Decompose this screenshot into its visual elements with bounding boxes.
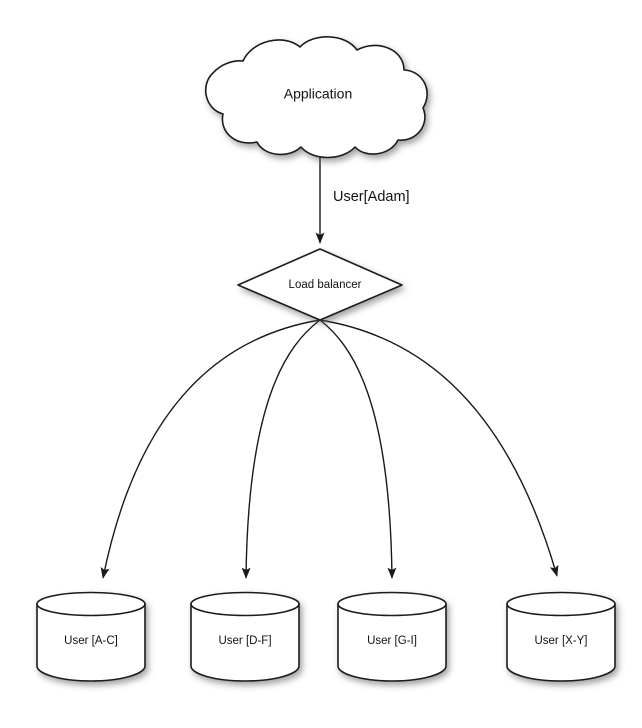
edge-balancer-to-db-2 — [319, 319, 397, 579]
database-label-0: User [A-C] — [64, 635, 118, 647]
cloud-label: Application — [284, 86, 353, 102]
cylinder-top-1 — [190, 591, 300, 617]
cylinder-top-2 — [337, 591, 447, 617]
node-database-2[interactable]: User [G-I] — [337, 591, 447, 682]
cylinder-body-0 — [36, 603, 146, 682]
node-database-1[interactable]: User [D-F] — [190, 591, 300, 682]
cylinder-top-3 — [506, 591, 616, 617]
cloud-shape — [204, 36, 428, 159]
node-database-0[interactable]: User [A-C] — [36, 591, 146, 682]
cylinder-body-1 — [190, 603, 300, 682]
node-load-balancer[interactable]: Load balancer — [237, 248, 403, 321]
database-label-2: User [G-I] — [367, 635, 417, 647]
edge-balancer-to-db-3 — [319, 319, 559, 577]
database-label-3: User [X-Y] — [534, 635, 587, 647]
diamond-shape — [237, 248, 403, 321]
edge-balancer-to-db-0 — [100, 319, 321, 579]
edge-label-user-adam: User[Adam] — [333, 189, 410, 205]
node-database-3[interactable]: User [X-Y] — [506, 591, 616, 682]
edge-layer — [100, 154, 559, 579]
cylinder-body-2 — [337, 603, 447, 682]
edge-balancer-to-db-1 — [241, 319, 321, 579]
node-application-cloud[interactable]: Application — [204, 36, 428, 159]
cylinder-top-0 — [36, 591, 146, 617]
cylinder-body-3 — [506, 603, 616, 682]
database-label-1: User [D-F] — [218, 635, 271, 647]
load-balancer-label: Load balancer — [289, 279, 362, 291]
